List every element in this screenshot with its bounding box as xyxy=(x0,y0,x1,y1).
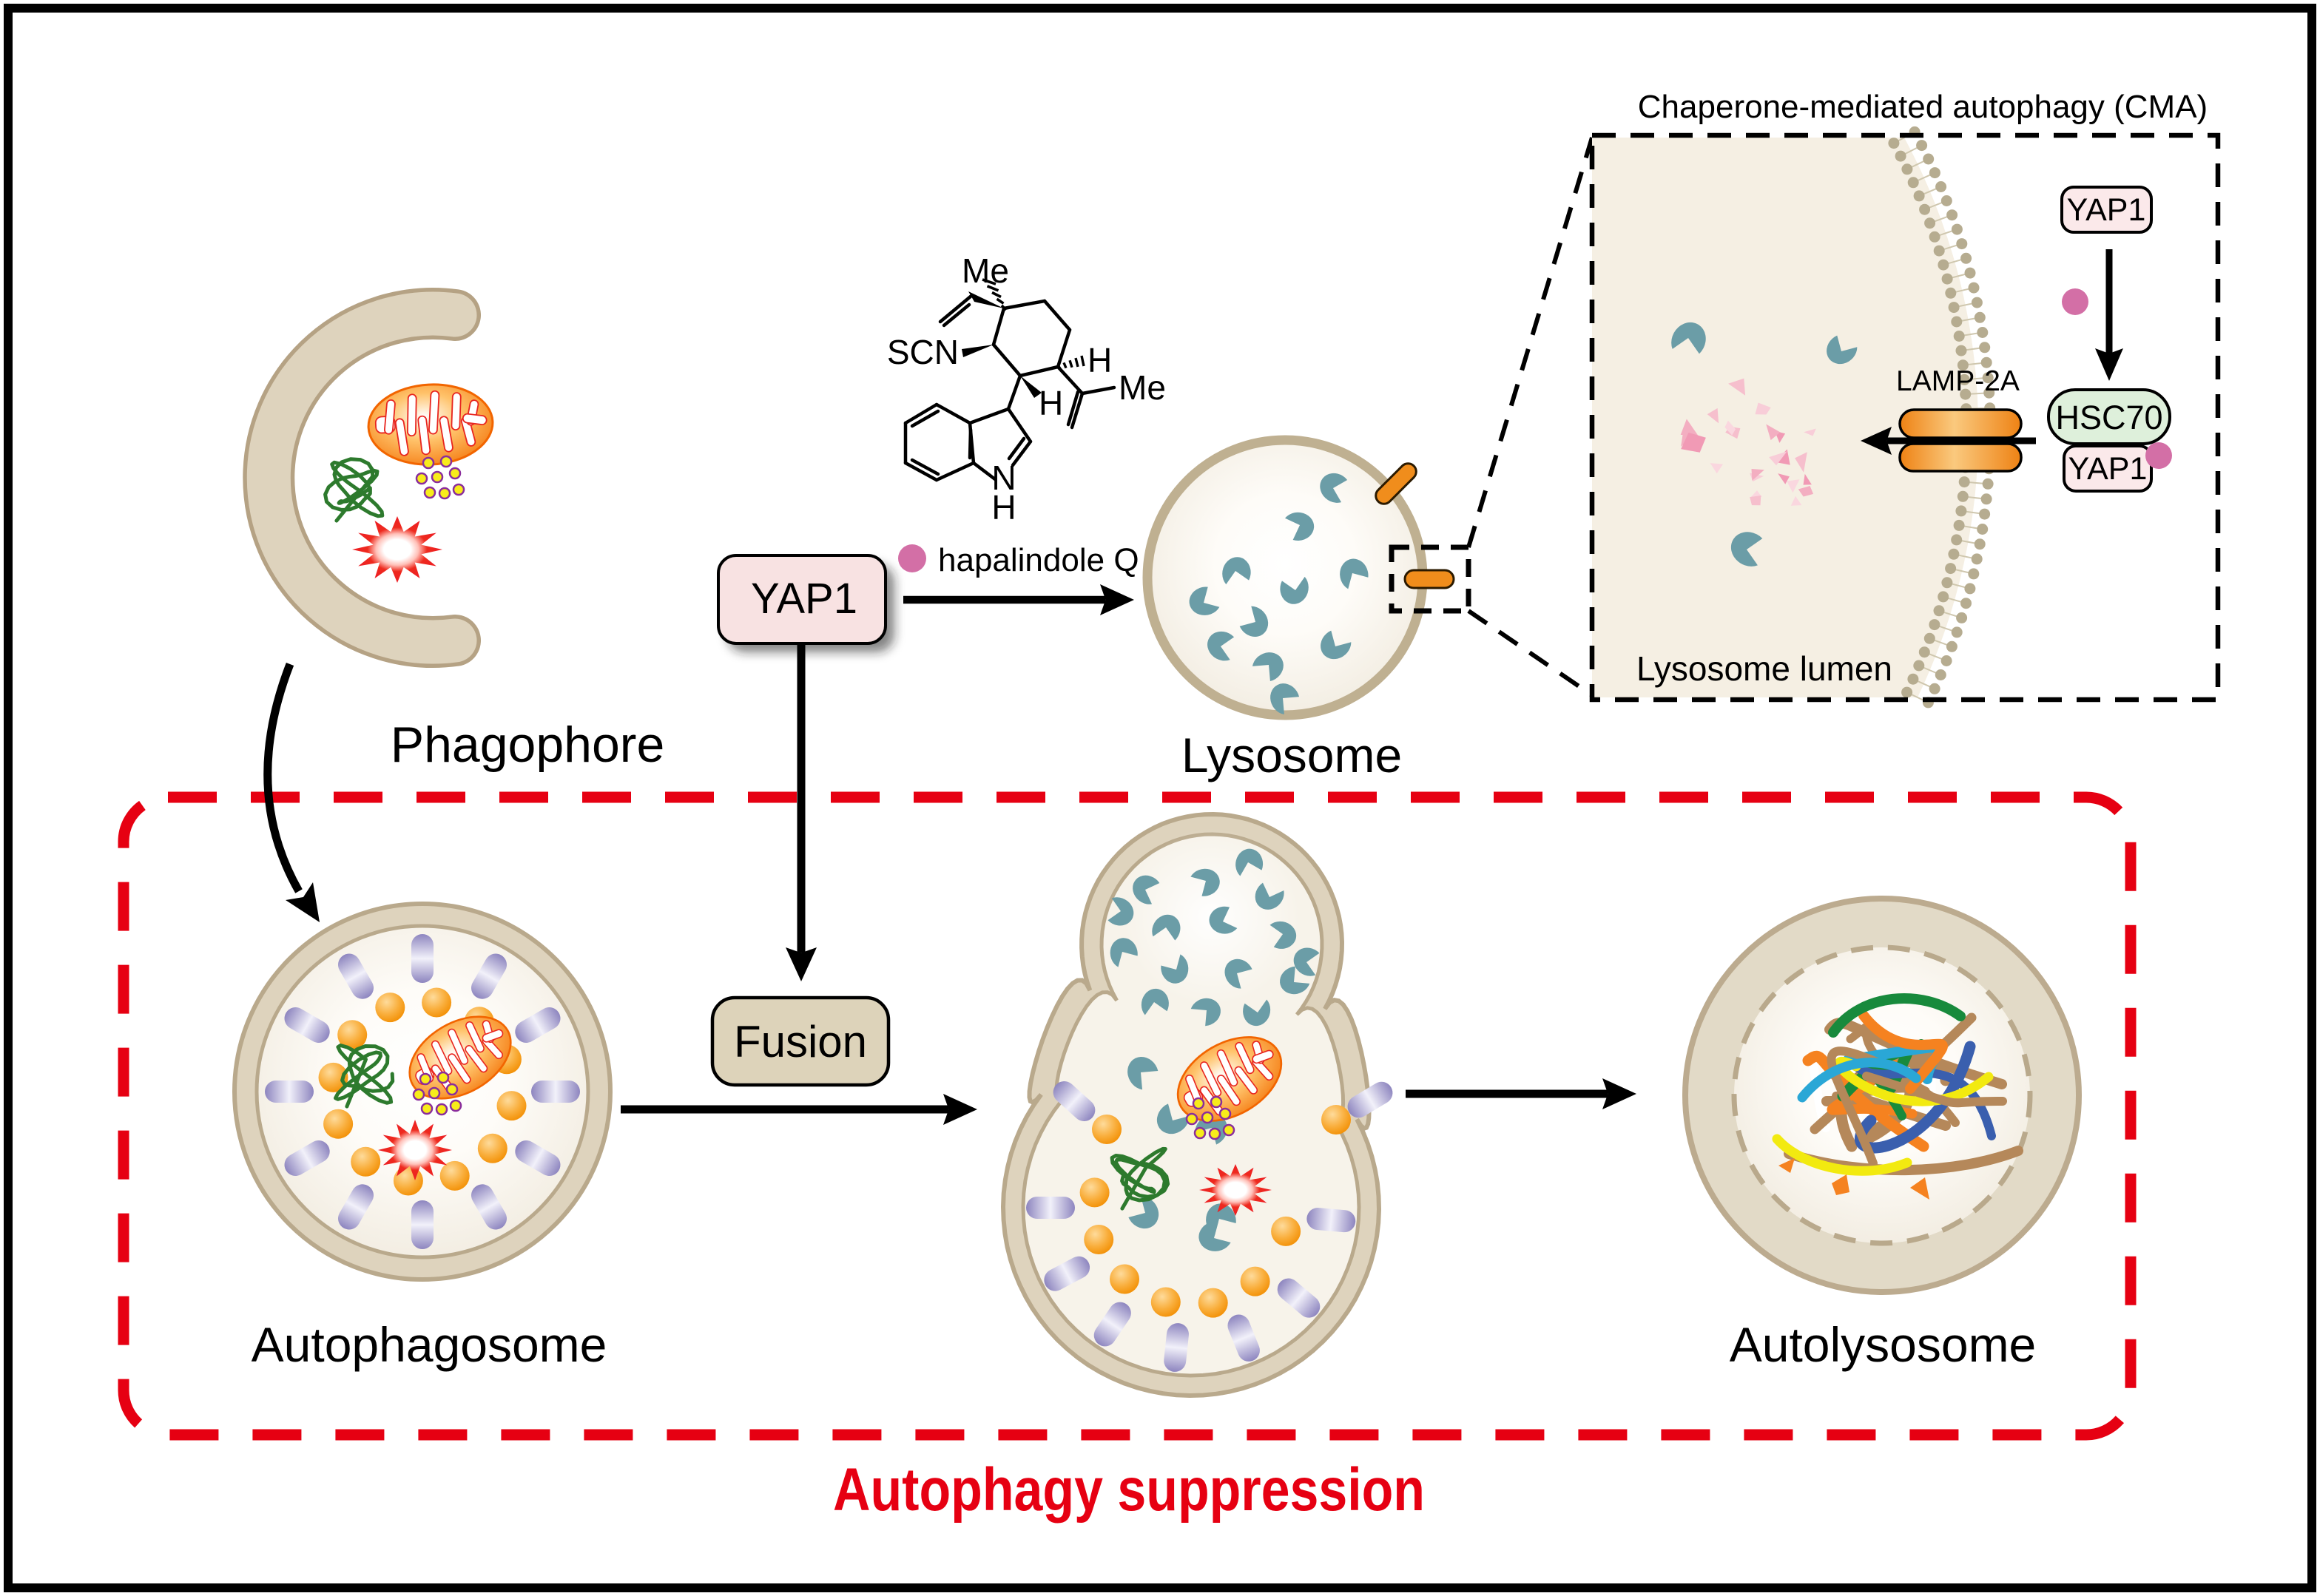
svg-text:H: H xyxy=(991,488,1016,527)
svg-text:Me: Me xyxy=(962,251,1009,290)
svg-text:Autophagy suppression: Autophagy suppression xyxy=(833,1456,1425,1524)
svg-text:Phagophore: Phagophore xyxy=(391,717,665,773)
svg-text:HSC70: HSC70 xyxy=(2055,399,2162,436)
svg-text:Lysosome lumen: Lysosome lumen xyxy=(1636,649,1892,688)
svg-text:H: H xyxy=(1088,341,1112,379)
svg-text:Autophagosome: Autophagosome xyxy=(252,1317,607,1372)
svg-text:H: H xyxy=(1039,384,1063,422)
svg-text:SCN: SCN xyxy=(887,333,959,371)
svg-text:N: N xyxy=(991,459,1016,497)
svg-text:Me: Me xyxy=(1119,368,1166,407)
svg-text:LAMP-2A: LAMP-2A xyxy=(1896,365,2020,397)
svg-text:YAP1: YAP1 xyxy=(751,575,857,623)
svg-text:YAP1: YAP1 xyxy=(2067,192,2146,228)
svg-text:YAP1: YAP1 xyxy=(2068,451,2148,487)
svg-text:Chaperone-mediated autophagy (: Chaperone-mediated autophagy (CMA) xyxy=(1638,89,2208,125)
svg-text:hapalindole Q: hapalindole Q xyxy=(938,542,1139,578)
svg-text:Fusion: Fusion xyxy=(734,1017,867,1066)
svg-text:Lysosome: Lysosome xyxy=(1181,728,1402,782)
svg-text:Autolysosome: Autolysosome xyxy=(1730,1317,2037,1372)
